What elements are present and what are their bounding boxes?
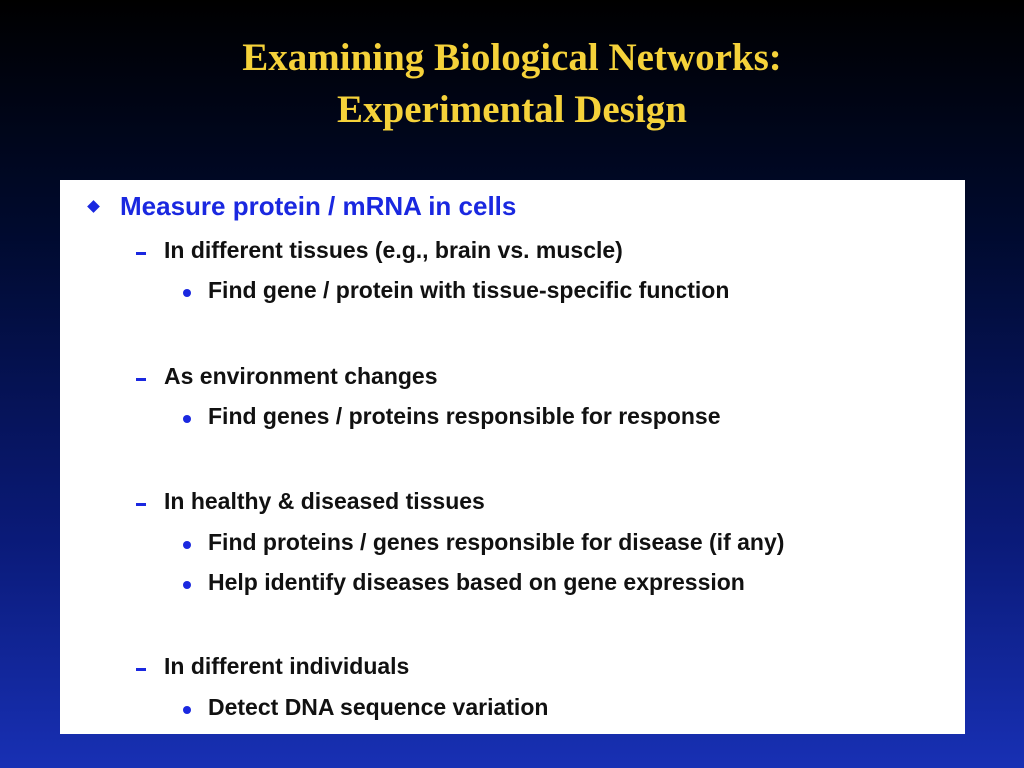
dot-bullet-icon bbox=[183, 541, 191, 549]
content-panel: Measure protein / mRNA in cells In diffe… bbox=[60, 180, 965, 734]
sub-bullet-text: In different tissues (e.g., brain vs. mu… bbox=[164, 237, 623, 263]
main-bullet-text: Measure protein / mRNA in cells bbox=[120, 191, 517, 221]
slide-title-line-2: Experimental Design bbox=[337, 88, 687, 131]
slide-title-line-1: Examining Biological Networks: bbox=[242, 36, 782, 79]
diamond-bullet-icon bbox=[87, 200, 100, 213]
dot-bullet-icon bbox=[183, 581, 191, 589]
dot-bullet-icon bbox=[183, 289, 191, 297]
detail-bullet-text: Detect DNA sequence variation bbox=[208, 694, 549, 720]
detail-bullet-text: Find gene / protein with tissue-specific… bbox=[208, 277, 730, 303]
dash-bullet-icon bbox=[136, 378, 146, 381]
slide-title: Examining Biological Networks: Experimen… bbox=[0, 32, 1024, 136]
dot-bullet-icon bbox=[183, 706, 191, 714]
detail-bullet-text: Help identify diseases based on gene exp… bbox=[208, 569, 745, 595]
dash-bullet-icon bbox=[136, 503, 146, 506]
dot-bullet-icon bbox=[183, 415, 191, 423]
dash-bullet-icon bbox=[136, 252, 146, 255]
sub-bullet-text: In different individuals bbox=[164, 653, 410, 679]
dash-bullet-icon bbox=[136, 668, 146, 671]
detail-bullet-text: Find genes / proteins responsible for re… bbox=[208, 403, 721, 429]
sub-bullet-text: In healthy & diseased tissues bbox=[164, 488, 485, 514]
detail-bullet-text: Find proteins / genes responsible for di… bbox=[208, 529, 785, 555]
sub-bullet-text: As environment changes bbox=[164, 363, 438, 389]
